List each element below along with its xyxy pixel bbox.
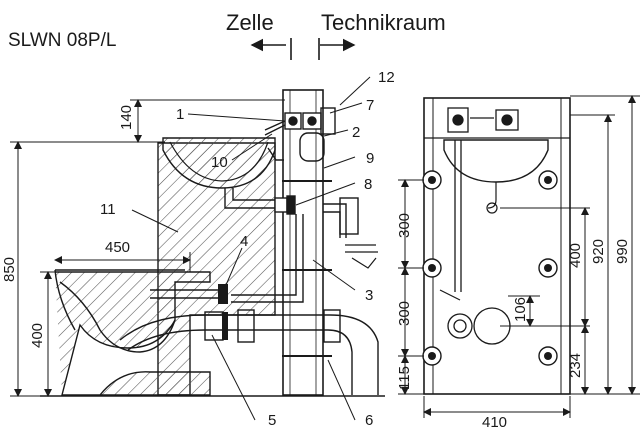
side-dimension-lines — [10, 99, 285, 397]
dimension-300-lower: 300 — [396, 301, 413, 326]
callout-9: 9 — [366, 150, 374, 167]
dimension-234: 234 — [567, 353, 584, 378]
callout-6: 6 — [365, 412, 373, 428]
model-label: SLWN 08P/L — [8, 30, 116, 51]
brackets — [282, 180, 332, 357]
trap — [274, 195, 296, 215]
front-frame-outer — [423, 97, 571, 395]
dimension-400-toilet: 400 — [29, 323, 46, 348]
dimension-850: 850 — [1, 257, 18, 282]
callout-7: 7 — [366, 97, 374, 114]
direction-label-zelle: Zelle — [226, 10, 274, 35]
callout-11: 11 — [100, 201, 116, 218]
callout-10: 10 — [211, 154, 228, 171]
side-view — [40, 89, 385, 397]
mounting-points — [422, 170, 558, 366]
dimension-400-front: 400 — [567, 243, 584, 268]
callout-3: 3 — [365, 287, 373, 304]
direction-label-technikraum: Technikraum — [321, 10, 446, 35]
dimension-106: 106 — [512, 297, 529, 322]
valve-assembly — [264, 107, 336, 162]
callout-2: 2 — [352, 124, 360, 141]
installation-panel — [282, 89, 324, 396]
dimension-140: 140 — [118, 105, 135, 130]
dimension-410: 410 — [482, 414, 507, 428]
dimension-115: 115 — [396, 366, 413, 390]
callout-1: 1 — [176, 106, 184, 123]
dimension-990: 990 — [614, 239, 631, 264]
toilet-bowl — [55, 271, 211, 396]
direction-arrows — [250, 38, 356, 60]
dimension-450: 450 — [105, 239, 130, 256]
front-dimension-lines — [398, 95, 640, 418]
dimension-300-upper: 300 — [396, 213, 413, 238]
callout-5: 5 — [268, 412, 276, 428]
callout-12: 12 — [378, 69, 395, 86]
callout-4: 4 — [240, 233, 248, 250]
dimension-920: 920 — [590, 239, 607, 264]
callout-leaders — [131, 76, 371, 421]
front-view — [422, 97, 571, 395]
callout-8: 8 — [364, 176, 372, 193]
